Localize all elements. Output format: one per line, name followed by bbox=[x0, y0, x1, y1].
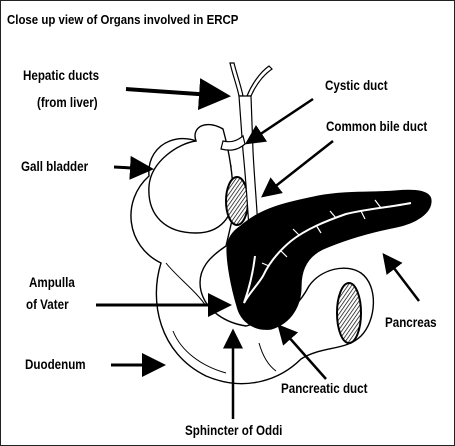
label-pancreatic-duct: Pancreatic duct bbox=[281, 380, 367, 397]
hepatic-ducts-arrow bbox=[126, 89, 227, 96]
hepatic-duct-right bbox=[247, 66, 272, 96]
duodenum-lumen-left bbox=[226, 177, 248, 225]
duodenum-lumen-right bbox=[337, 283, 361, 343]
pancreas-arrow bbox=[384, 255, 419, 301]
label-hepatic-ducts-line1: Hepatic ducts bbox=[23, 67, 99, 84]
label-duodenum: Duodenum bbox=[25, 356, 86, 373]
label-sphincter-of-oddi: Sphincter of Oddi bbox=[185, 422, 282, 439]
label-common-bile-duct: Common bile duct bbox=[326, 118, 427, 135]
label-hepatic-ducts-line2: (from liver) bbox=[37, 94, 98, 111]
cystic-duct-arrow bbox=[247, 99, 313, 143]
label-pancreas: Pancreas bbox=[385, 314, 437, 331]
common-bile-duct-arrow bbox=[263, 141, 333, 196]
diagram-title: Close up view of Organs involved in ERCP bbox=[7, 11, 238, 28]
label-cystic-duct: Cystic duct bbox=[325, 77, 388, 94]
hepatic-duct-left bbox=[230, 63, 243, 96]
label-gall-bladder: Gall bladder bbox=[21, 158, 88, 175]
label-ampulla-line2: of Vater bbox=[26, 296, 69, 313]
label-ampulla-line1: Ampulla bbox=[29, 274, 75, 291]
gall-bladder-arrow bbox=[114, 167, 151, 169]
